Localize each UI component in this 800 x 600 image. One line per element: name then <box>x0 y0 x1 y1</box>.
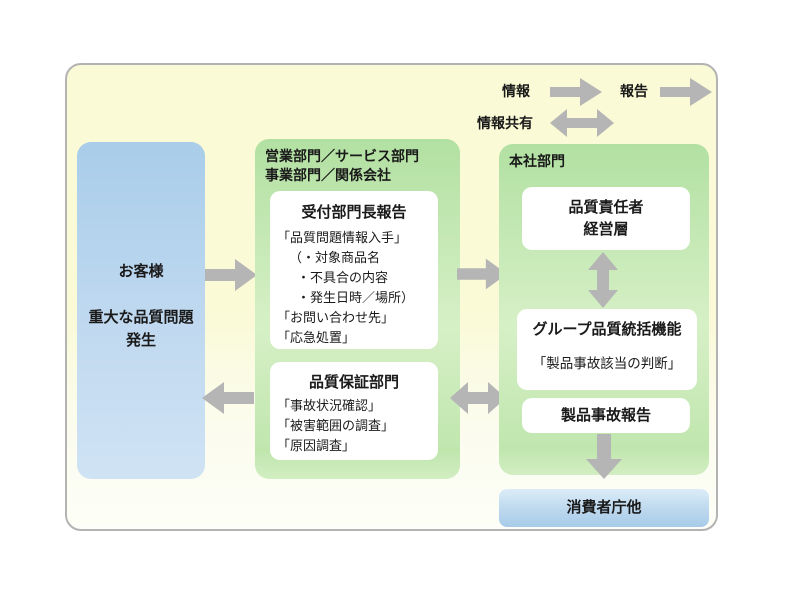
sales-section-header-line1: 営業部門／サービス部門 <box>265 148 419 164</box>
legend-report-label: 報告 <box>620 83 648 99</box>
customer-line3: 発生 <box>125 332 156 349</box>
legend-info-arrow-icon <box>550 78 602 106</box>
group-quality-control-note: 「製品事故該当の判断」 <box>532 356 682 371</box>
reception-line: 「応急処置」 <box>277 330 356 345</box>
qa-line: 「被害範囲の調査」 <box>277 418 395 433</box>
product-incident-report-box: 製品事故報告 <box>522 398 690 433</box>
group-quality-control-box: グループ品質統括機能 「製品事故該当の判断」 <box>517 309 697 390</box>
arrow-sales-hq-bidirectional <box>450 382 506 414</box>
reception-line: ・発生日時／場所） <box>297 290 415 305</box>
reception-line: （・対象商品名 <box>289 250 381 265</box>
reception-report-box: 受付部門長報告 「品質問題情報入手」 （・対象商品名 ・不具合の内容 ・発生日時… <box>270 191 438 349</box>
legend-share-arrow-icon <box>550 109 614 137</box>
group-quality-control-title: グループ品質統括機能 <box>532 321 682 338</box>
quality-manager-line1: 品質責任者 <box>568 199 644 216</box>
legend-report-arrow-icon <box>660 78 712 106</box>
reception-report-title: 受付部門長報告 <box>301 204 407 221</box>
sales-section-header-line2: 事業部門／関係会社 <box>265 167 391 183</box>
flow-diagram-container: 情報 報告 情報共有 お客様 重大な品質問題 発生 営業部門／サービス部門 事業… <box>65 63 718 531</box>
reception-line: 「品質問題情報入手」 <box>277 230 408 245</box>
arrow-customer-to-sales <box>205 259 257 291</box>
legend-share-label: 情報共有 <box>477 115 533 131</box>
reception-line: ・不具合の内容 <box>297 270 389 285</box>
consumer-agency-box: 消費者庁他 <box>499 489 709 527</box>
qa-line: 「事故状況確認」 <box>277 398 382 413</box>
arrow-manager-group-bidirectional <box>588 252 618 308</box>
sales-section: 営業部門／サービス部門 事業部門／関係会社 受付部門長報告 「品質問題情報入手」… <box>255 139 460 479</box>
hq-section: 本社部門 品質責任者 経営層 グループ品質統括機能 「製品事故該当の判断」 製品… <box>499 144 709 475</box>
qa-line: 「原因調査」 <box>277 438 356 453</box>
legend-info-label: 情報 <box>502 83 530 99</box>
arrow-incident-to-consumer <box>586 434 622 479</box>
quality-manager-box: 品質責任者 経営層 <box>522 187 690 250</box>
arrow-sales-to-hq <box>457 258 507 290</box>
hq-section-header: 本社部門 <box>509 153 565 169</box>
customer-line2: 重大な品質問題 <box>88 309 194 326</box>
customer-box: お客様 重大な品質問題 発生 <box>77 142 205 479</box>
arrow-qa-to-customer <box>202 382 254 414</box>
quality-manager-line2: 経営層 <box>583 221 629 238</box>
quality-assurance-box: 品質保証部門 「事故状況確認」 「被害範囲の調査」 「原因調査」 <box>270 362 438 460</box>
reception-line: 「お問い合わせ先」 <box>277 310 395 325</box>
quality-assurance-title: 品質保証部門 <box>308 374 399 391</box>
customer-line1: お客様 <box>118 263 164 280</box>
